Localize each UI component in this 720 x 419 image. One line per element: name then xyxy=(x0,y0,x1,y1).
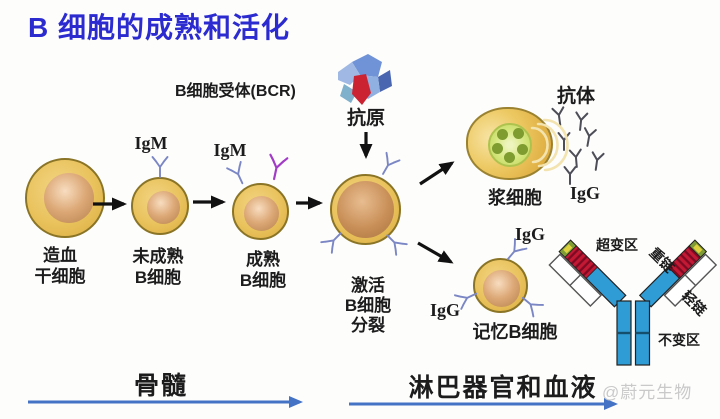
watermark: @蔚元生物 xyxy=(602,383,693,402)
immature-bcell-label: 未成熟 B细胞 xyxy=(113,246,203,288)
activated-bcell-shape xyxy=(330,174,401,245)
mature-bcell-shape xyxy=(232,183,289,240)
antigen-label: 抗原 xyxy=(346,108,385,129)
process-arrows xyxy=(93,132,455,264)
bcr-label: B细胞受体(BCR) xyxy=(175,83,296,100)
plasma-nucleolus xyxy=(517,144,528,155)
constant-region-label: 不变区 xyxy=(658,332,700,348)
activated-bcell-label-line2: B细胞 xyxy=(344,296,392,315)
stage-arrows xyxy=(28,396,618,410)
activated-bcell-label-line3: 分裂 xyxy=(351,316,385,335)
activated-bcell-nucleus xyxy=(337,181,394,238)
stem-cell-label-line1: 造血 xyxy=(43,246,77,265)
igm-label-immature: IgM xyxy=(134,133,168,153)
plasma-er-arcs xyxy=(530,118,569,172)
memory-bcell-nucleus xyxy=(483,270,520,307)
stem-cell-label-line2: 干细胞 xyxy=(34,267,86,286)
memory-bcell-label: 记忆B细胞 xyxy=(472,322,558,342)
secreted-antibody-icons xyxy=(551,106,605,185)
hypervariable-region-label: 超变区 xyxy=(596,237,638,253)
stem-cell-nucleus xyxy=(44,173,94,223)
plasma-nucleolus xyxy=(492,143,503,154)
plasma-nucleolus xyxy=(513,128,524,139)
bcr-receptor-purple-icon xyxy=(264,153,289,182)
plasma-cell-nucleus xyxy=(488,123,532,167)
plasma-cell-label: 浆细胞 xyxy=(488,188,542,208)
page-title: B 细胞的成熟和活化 xyxy=(28,12,291,43)
lymph-blood-label: 淋巴器官和血液 xyxy=(408,374,598,402)
immature-bcell-label-line2: B细胞 xyxy=(134,268,182,287)
plasma-nucleolus xyxy=(504,152,515,163)
immature-bcell-nucleus xyxy=(147,191,180,224)
mature-bcell-label-line1: 成熟 xyxy=(246,250,280,269)
plasma-nucleolus xyxy=(497,129,508,140)
antigen-molecule-icon xyxy=(338,54,392,105)
immature-bcell-label-line1: 未成熟 xyxy=(132,247,184,266)
stem-cell-shape xyxy=(25,158,105,238)
immature-bcell-shape xyxy=(131,177,189,235)
antibody-structure-icon xyxy=(548,239,718,366)
igg-label-memory-top: IgG xyxy=(514,224,545,244)
igg-label-memory-left: IgG xyxy=(429,300,460,320)
bone-marrow-label: 骨髓 xyxy=(133,372,188,400)
mature-bcell-label: 成熟 B细胞 xyxy=(218,249,308,291)
mature-bcell-nucleus xyxy=(244,196,279,231)
igg-label-plasma: IgG xyxy=(569,183,600,203)
activated-bcell-label: 激活 B细胞 分裂 xyxy=(325,276,411,336)
antibody-label: 抗体 xyxy=(556,86,595,107)
memory-bcell-shape xyxy=(473,258,528,313)
stem-cell-label: 造血 干细胞 xyxy=(15,245,105,287)
mature-bcell-label-line2: B细胞 xyxy=(239,271,287,290)
plasma-cell-shape xyxy=(466,107,553,180)
igm-label-mature: IgM xyxy=(213,140,247,160)
activated-bcell-label-line1: 激活 xyxy=(351,276,385,295)
